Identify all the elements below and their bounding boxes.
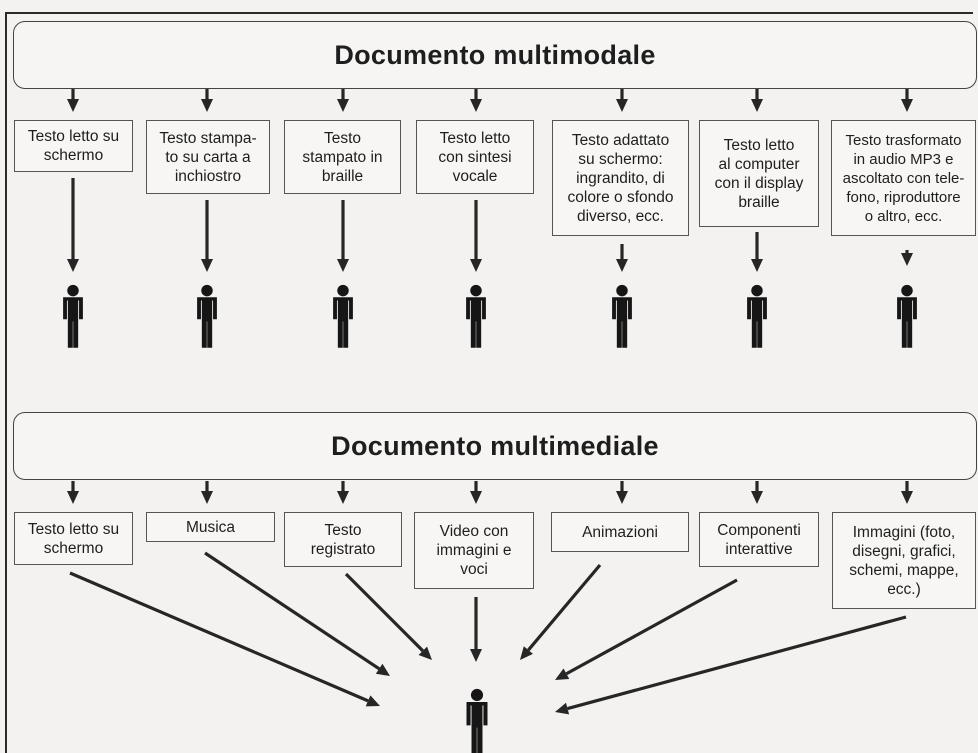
banner-documento-multimodale: Documento multimodale: [13, 21, 977, 89]
outer-frame: [5, 12, 973, 753]
arrow-to-person-4: [470, 200, 482, 272]
arrow-converge-6: [555, 578, 738, 680]
arrow-from-bottom-banner-6: [751, 481, 763, 504]
person-icon-6: [747, 284, 767, 348]
arrow-converge-3: [344, 572, 432, 660]
arrow-from-bottom-banner-4: [470, 481, 482, 504]
arrow-from-bottom-banner-5: [616, 481, 628, 504]
person-icon-reader: [466, 688, 488, 753]
box-testo-audio-mp3: Testo trasformato in audio MP3 e ascolta…: [831, 120, 976, 236]
arrow-from-top-banner-2: [201, 88, 213, 112]
box-testo-sintesi-vocale: Testo letto con sintesi vocale: [416, 120, 534, 194]
person-icon-5: [612, 284, 632, 348]
box-testo-letto-su-schermo: Testo letto su schermo: [14, 120, 133, 172]
arrow-converge-1: [69, 571, 380, 707]
arrow-converge-2: [204, 551, 390, 676]
arrow-from-top-banner-4: [470, 88, 482, 112]
box-testo-stampato-braille: Testo stampato in braille: [284, 120, 401, 194]
arrow-from-top-banner-5: [616, 88, 628, 112]
box-componenti-interattive: Componenti interattive: [699, 512, 819, 567]
box-animazioni: Animazioni: [551, 512, 689, 552]
arrow-to-person-6: [751, 232, 763, 272]
banner-documento-multimediale: Documento multimediale: [13, 412, 977, 480]
arrow-from-top-banner-7: [901, 88, 913, 112]
box-immagini: Immagini (foto, disegni, grafici, schemi…: [832, 512, 976, 609]
box-video-immagini-voci: Video con immagini e voci: [414, 512, 534, 589]
person-icon-1: [63, 284, 83, 348]
arrow-from-bottom-banner-2: [201, 481, 213, 504]
arrow-from-bottom-banner-7: [901, 481, 913, 504]
arrow-from-top-banner-1: [67, 88, 79, 112]
arrow-converge-5: [520, 563, 602, 660]
arrow-from-bottom-banner-3: [337, 481, 349, 504]
person-icon-4: [466, 284, 486, 348]
box-testo-adattato-su-schermo: Testo adattato su schermo: ingrandito, d…: [552, 120, 689, 236]
arrow-from-top-banner-3: [337, 88, 349, 112]
box-testo-display-braille: Testo letto al computer con il display b…: [699, 120, 819, 227]
arrow-to-person-2: [201, 200, 213, 272]
person-icon-7: [897, 284, 917, 348]
arrow-from-bottom-banner-1: [67, 481, 79, 504]
box-testo-letto-su-schermo-2: Testo letto su schermo: [14, 512, 133, 565]
arrow-from-top-banner-6: [751, 88, 763, 112]
person-icon-3: [333, 284, 353, 348]
arrow-to-person-3: [337, 200, 349, 272]
box-musica: Musica: [146, 512, 275, 542]
arrow-to-person-1: [67, 178, 79, 272]
box-testo-stampato-inchiostro: Testo stampa- to su carta a inchiostro: [146, 120, 270, 194]
arrow-converge-4: [470, 597, 482, 662]
person-icon-2: [197, 284, 217, 348]
arrow-to-person-5: [616, 244, 628, 272]
arrow-to-person-7: [901, 250, 913, 266]
box-testo-registrato: Testo registrato: [284, 512, 402, 567]
arrow-converge-7: [555, 615, 907, 715]
